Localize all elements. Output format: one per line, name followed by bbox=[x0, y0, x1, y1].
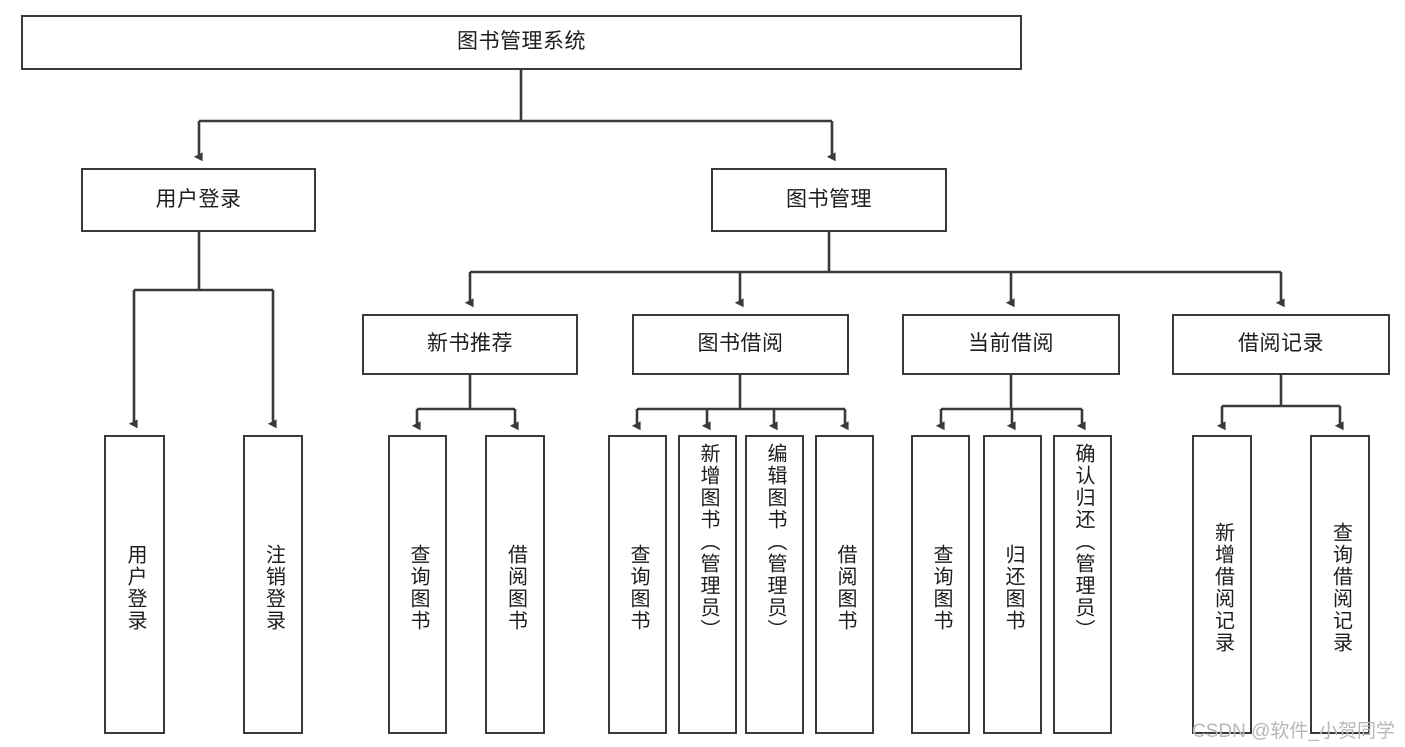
leaf-add-book-admin-label: 新增图书（管理员） bbox=[697, 443, 719, 641]
node-root[interactable]: 图书管理系统 bbox=[21, 15, 1022, 70]
node-current-borrow[interactable]: 当前借阅 bbox=[902, 314, 1120, 375]
leaf-edit-book-admin-label: 编辑图书（管理员） bbox=[764, 443, 786, 641]
leaf-logout[interactable]: 注销登录 bbox=[243, 435, 303, 734]
node-borrow-record[interactable]: 借阅记录 bbox=[1172, 314, 1390, 375]
leaf-confirm-return-admin[interactable]: 确认归还（管理员） bbox=[1053, 435, 1112, 734]
leaf-query-book-current[interactable]: 查询图书 bbox=[911, 435, 970, 734]
leaf-add-book-admin[interactable]: 新增图书（管理员） bbox=[678, 435, 737, 734]
leaf-add-borrow-record[interactable]: 新增借阅记录 bbox=[1192, 435, 1252, 734]
leaf-query-book-borrow-label: 查询图书 bbox=[627, 543, 649, 632]
node-book-borrow[interactable]: 图书借阅 bbox=[632, 314, 849, 375]
leaf-return-book[interactable]: 归还图书 bbox=[983, 435, 1042, 734]
leaf-borrow-book-label: 借阅图书 bbox=[834, 543, 856, 632]
leaf-query-book-recommend-label: 查询图书 bbox=[407, 543, 429, 632]
leaf-borrow-book-recommend-label: 借阅图书 bbox=[504, 543, 527, 632]
edges-user-login bbox=[128, 232, 277, 429]
leaf-query-borrow-record[interactable]: 查询借阅记录 bbox=[1310, 435, 1370, 734]
leaf-query-book-current-label: 查询图书 bbox=[930, 543, 952, 632]
leaf-borrow-book[interactable]: 借阅图书 bbox=[815, 435, 874, 734]
leaf-confirm-return-admin-label: 确认归还（管理员） bbox=[1072, 443, 1094, 641]
edges-borrow-record bbox=[1216, 375, 1344, 431]
node-book-manage-label: 图书管理 bbox=[786, 187, 872, 211]
leaf-add-borrow-record-label: 新增借阅记录 bbox=[1211, 521, 1234, 654]
node-current-borrow-label: 当前借阅 bbox=[968, 332, 1054, 356]
leaf-query-book-borrow[interactable]: 查询图书 bbox=[608, 435, 667, 734]
edges-book-manage bbox=[464, 232, 1285, 308]
node-root-label: 图书管理系统 bbox=[457, 30, 586, 54]
edges-new-book-rec bbox=[411, 375, 519, 431]
leaf-logout-label: 注销登录 bbox=[262, 543, 285, 632]
leaf-user-login-label: 用户登录 bbox=[124, 543, 146, 632]
leaf-query-borrow-record-label: 查询借阅记录 bbox=[1329, 521, 1352, 654]
node-borrow-record-label: 借阅记录 bbox=[1238, 332, 1324, 356]
leaf-borrow-book-recommend[interactable]: 借阅图书 bbox=[485, 435, 545, 734]
leaf-query-book-recommend[interactable]: 查询图书 bbox=[388, 435, 447, 734]
node-new-book-recommend[interactable]: 新书推荐 bbox=[362, 314, 578, 375]
node-book-borrow-label: 图书借阅 bbox=[697, 332, 784, 356]
edges-current-borrow bbox=[935, 375, 1086, 431]
leaf-return-book-label: 归还图书 bbox=[1002, 543, 1024, 632]
edges-book-borrow bbox=[631, 375, 849, 431]
node-book-manage[interactable]: 图书管理 bbox=[711, 168, 947, 232]
leaf-user-login[interactable]: 用户登录 bbox=[104, 435, 165, 734]
node-new-book-recommend-label: 新书推荐 bbox=[427, 332, 513, 356]
edges-level1 bbox=[193, 70, 836, 162]
node-user-login[interactable]: 用户登录 bbox=[81, 168, 316, 232]
node-user-login-label: 用户登录 bbox=[155, 187, 242, 211]
leaf-edit-book-admin[interactable]: 编辑图书（管理员） bbox=[745, 435, 804, 734]
